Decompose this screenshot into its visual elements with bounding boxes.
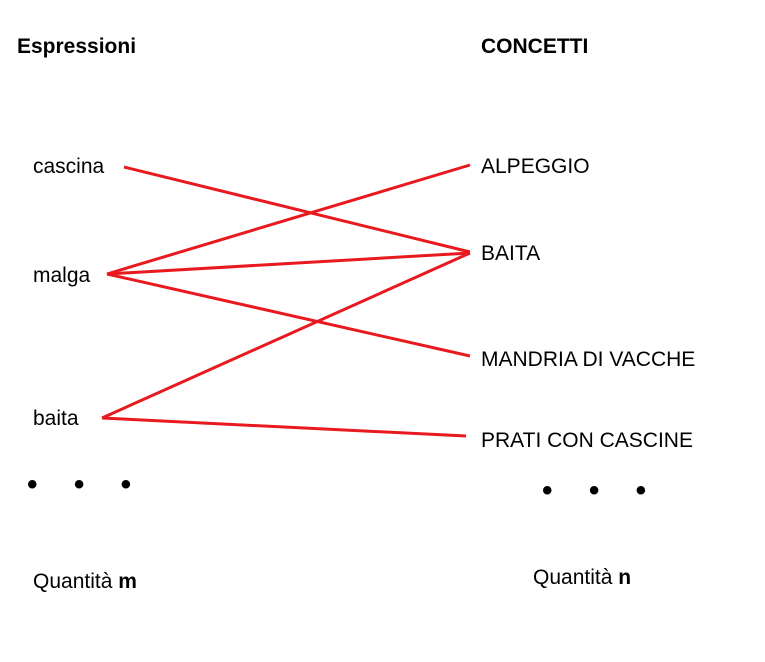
- concept-mandria-di-vacche: MANDRIA DI VACCHE: [481, 348, 696, 371]
- expression-malga: malga: [33, 264, 91, 287]
- link-malga-mandria: [106, 272, 471, 358]
- link-baita-baita: [101, 251, 471, 420]
- link-malga-alpeggio: [106, 163, 471, 276]
- right-quantity-label: Quantità: [533, 566, 613, 589]
- left-quantity: Quantità m: [33, 571, 137, 592]
- left-column-title: Espressioni: [17, 35, 137, 58]
- right-quantity-var: n: [618, 566, 632, 589]
- left-quantity-label: Quantità: [33, 570, 113, 593]
- left-ellipsis: • • •: [27, 468, 146, 501]
- right-ellipsis: • • •: [542, 474, 661, 507]
- right-column-title: CONCETTI: [481, 35, 589, 58]
- expression-cascina: cascina: [33, 155, 105, 178]
- link-malga-baita: [106, 251, 471, 276]
- expression-baita: baita: [33, 407, 79, 430]
- concept-baita: BAITA: [481, 242, 541, 265]
- link-cascina-baita: [123, 165, 471, 254]
- concept-alpeggio: ALPEGGIO: [481, 155, 590, 178]
- concept-prati-con-cascine: PRATI CON CASCINE: [481, 429, 693, 452]
- left-quantity-var: m: [118, 570, 137, 593]
- right-quantity: Quantità n: [533, 567, 631, 588]
- link-baita-prati: [101, 416, 467, 438]
